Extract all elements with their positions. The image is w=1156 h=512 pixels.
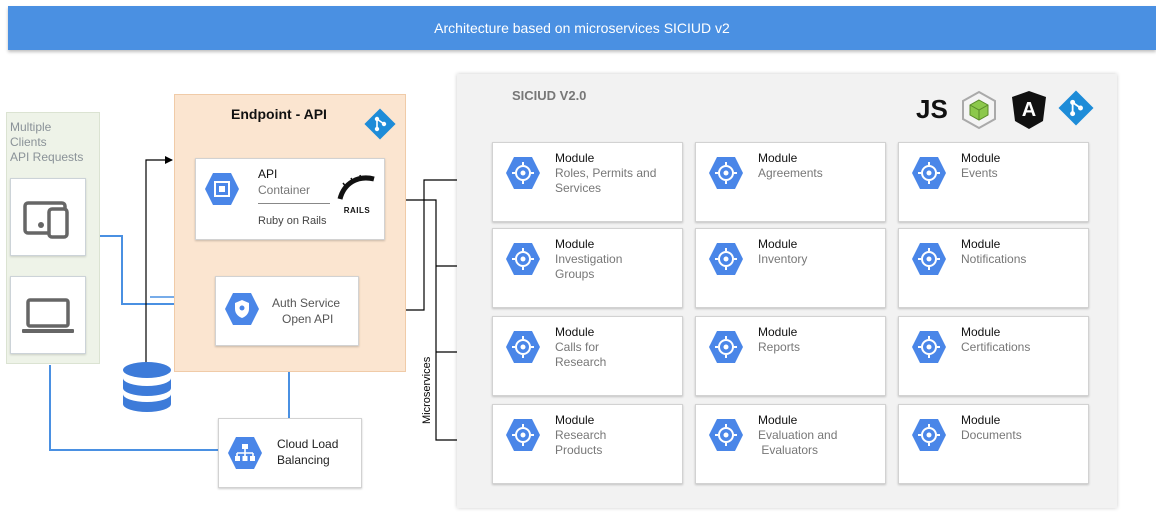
diagram-title: Architecture based on microservices SICI…	[434, 20, 730, 36]
module-title: Module	[758, 413, 798, 427]
module-title: Module	[961, 151, 1001, 165]
microservices-text: Microservices	[421, 356, 433, 424]
hexagon-target-icon	[912, 419, 946, 451]
nodejs-cube-icon	[962, 90, 996, 130]
module-card-events: Module Events	[898, 142, 1089, 222]
endpoint-title: Endpoint - API	[231, 106, 327, 122]
module-title: Module	[961, 237, 1001, 251]
module-desc: Events	[961, 166, 998, 180]
module-card-research-products: Module Research Products	[492, 404, 683, 484]
module-desc: Calls for Research	[555, 340, 607, 369]
siciud-title: SICIUD V2.0	[512, 88, 587, 103]
module-desc: Agreements	[758, 166, 823, 180]
git-icon	[364, 108, 396, 140]
module-title: Module	[758, 325, 798, 339]
tablet-device-box	[10, 178, 86, 256]
api-divider	[258, 203, 330, 204]
module-desc: Roles, Permits and Services	[555, 166, 657, 195]
module-title: Module	[758, 151, 798, 165]
hexagon-target-icon	[709, 331, 743, 363]
module-title: Module	[961, 325, 1001, 339]
api-subtitle: Container	[258, 183, 311, 197]
module-title: Module	[555, 325, 595, 339]
laptop-device-box	[10, 276, 86, 354]
load-balancer-line1: Cloud Load	[277, 437, 339, 451]
load-balancer-card: Cloud Load Balancing	[218, 418, 362, 488]
git-logo-icon	[1058, 90, 1094, 126]
module-desc: Notifications	[961, 252, 1027, 266]
api-framework: Ruby on Rails	[258, 215, 327, 227]
module-card-evaluation: Module Evaluation and Evaluators	[695, 404, 886, 484]
module-card-notifications: Module Notifications	[898, 228, 1089, 308]
module-desc: Investigation Groups	[555, 252, 623, 281]
hexagon-chip-icon	[205, 173, 239, 205]
api-container-card: API Container Ruby on Rails RAILS	[195, 158, 385, 240]
module-card-investigation-groups: Module Investigation Groups	[492, 228, 683, 308]
hexagon-target-icon	[912, 243, 946, 275]
module-desc: Evaluation and Evaluators	[758, 428, 838, 457]
angular-shield-icon	[1012, 91, 1046, 129]
hexagon-target-icon	[506, 331, 540, 363]
module-desc: Documents	[961, 428, 1022, 442]
rails-logo: RAILS	[336, 173, 378, 217]
hexagon-shield-icon	[225, 293, 259, 325]
module-title: Module	[555, 237, 595, 251]
module-title: Module	[555, 413, 595, 427]
hexagon-target-icon	[709, 243, 743, 275]
angular-logo: A	[1010, 90, 1048, 130]
module-card-agreements: Module Agreements	[695, 142, 886, 222]
laptop-icon	[22, 298, 74, 333]
diagram-title-bar: Architecture based on microservices SICI…	[8, 6, 1156, 50]
hexagon-target-icon	[912, 157, 946, 189]
hexagon-target-icon	[506, 243, 540, 275]
module-card-documents: Module Documents	[898, 404, 1089, 484]
module-desc: Inventory	[758, 252, 808, 266]
auth-service-card: Auth Service Open API	[215, 276, 359, 346]
auth-line2: Open API	[282, 312, 334, 326]
module-desc: Reports	[758, 340, 801, 354]
endpoint-db-line	[142, 156, 173, 369]
hexagon-target-icon	[506, 157, 540, 189]
module-card-inventory: Module Inventory	[695, 228, 886, 308]
database-icon	[123, 362, 171, 412]
load-balancer-line2: Balancing	[277, 453, 330, 467]
hexagon-network-icon	[228, 437, 262, 469]
module-card-certifications: Module Certifications	[898, 316, 1089, 396]
hexagon-target-icon	[912, 331, 946, 363]
tablet-phone-icon	[23, 201, 69, 239]
auth-line1: Auth Service	[272, 296, 341, 310]
hexagon-target-icon	[506, 419, 540, 451]
module-desc: Certifications	[961, 340, 1031, 354]
js-logo: JS	[916, 94, 948, 124]
hexagon-target-icon	[709, 157, 743, 189]
clients-label: Multiple Clients API Requests	[10, 120, 84, 164]
module-card-calls-for-research: Module Calls for Research	[492, 316, 683, 396]
module-title: Module	[961, 413, 1001, 427]
rails-arc-icon	[337, 174, 375, 200]
module-card-roles: Module Roles, Permits and Services	[492, 142, 683, 222]
module-card-reports: Module Reports	[695, 316, 886, 396]
module-title: Module	[758, 237, 798, 251]
microservices-label: Microservices	[421, 356, 433, 424]
laptop-to-loadbalancer-line	[49, 365, 218, 451]
module-desc: Research Products	[555, 428, 607, 457]
api-title: API	[258, 167, 278, 181]
module-title: Module	[555, 151, 595, 165]
hexagon-target-icon	[709, 419, 743, 451]
